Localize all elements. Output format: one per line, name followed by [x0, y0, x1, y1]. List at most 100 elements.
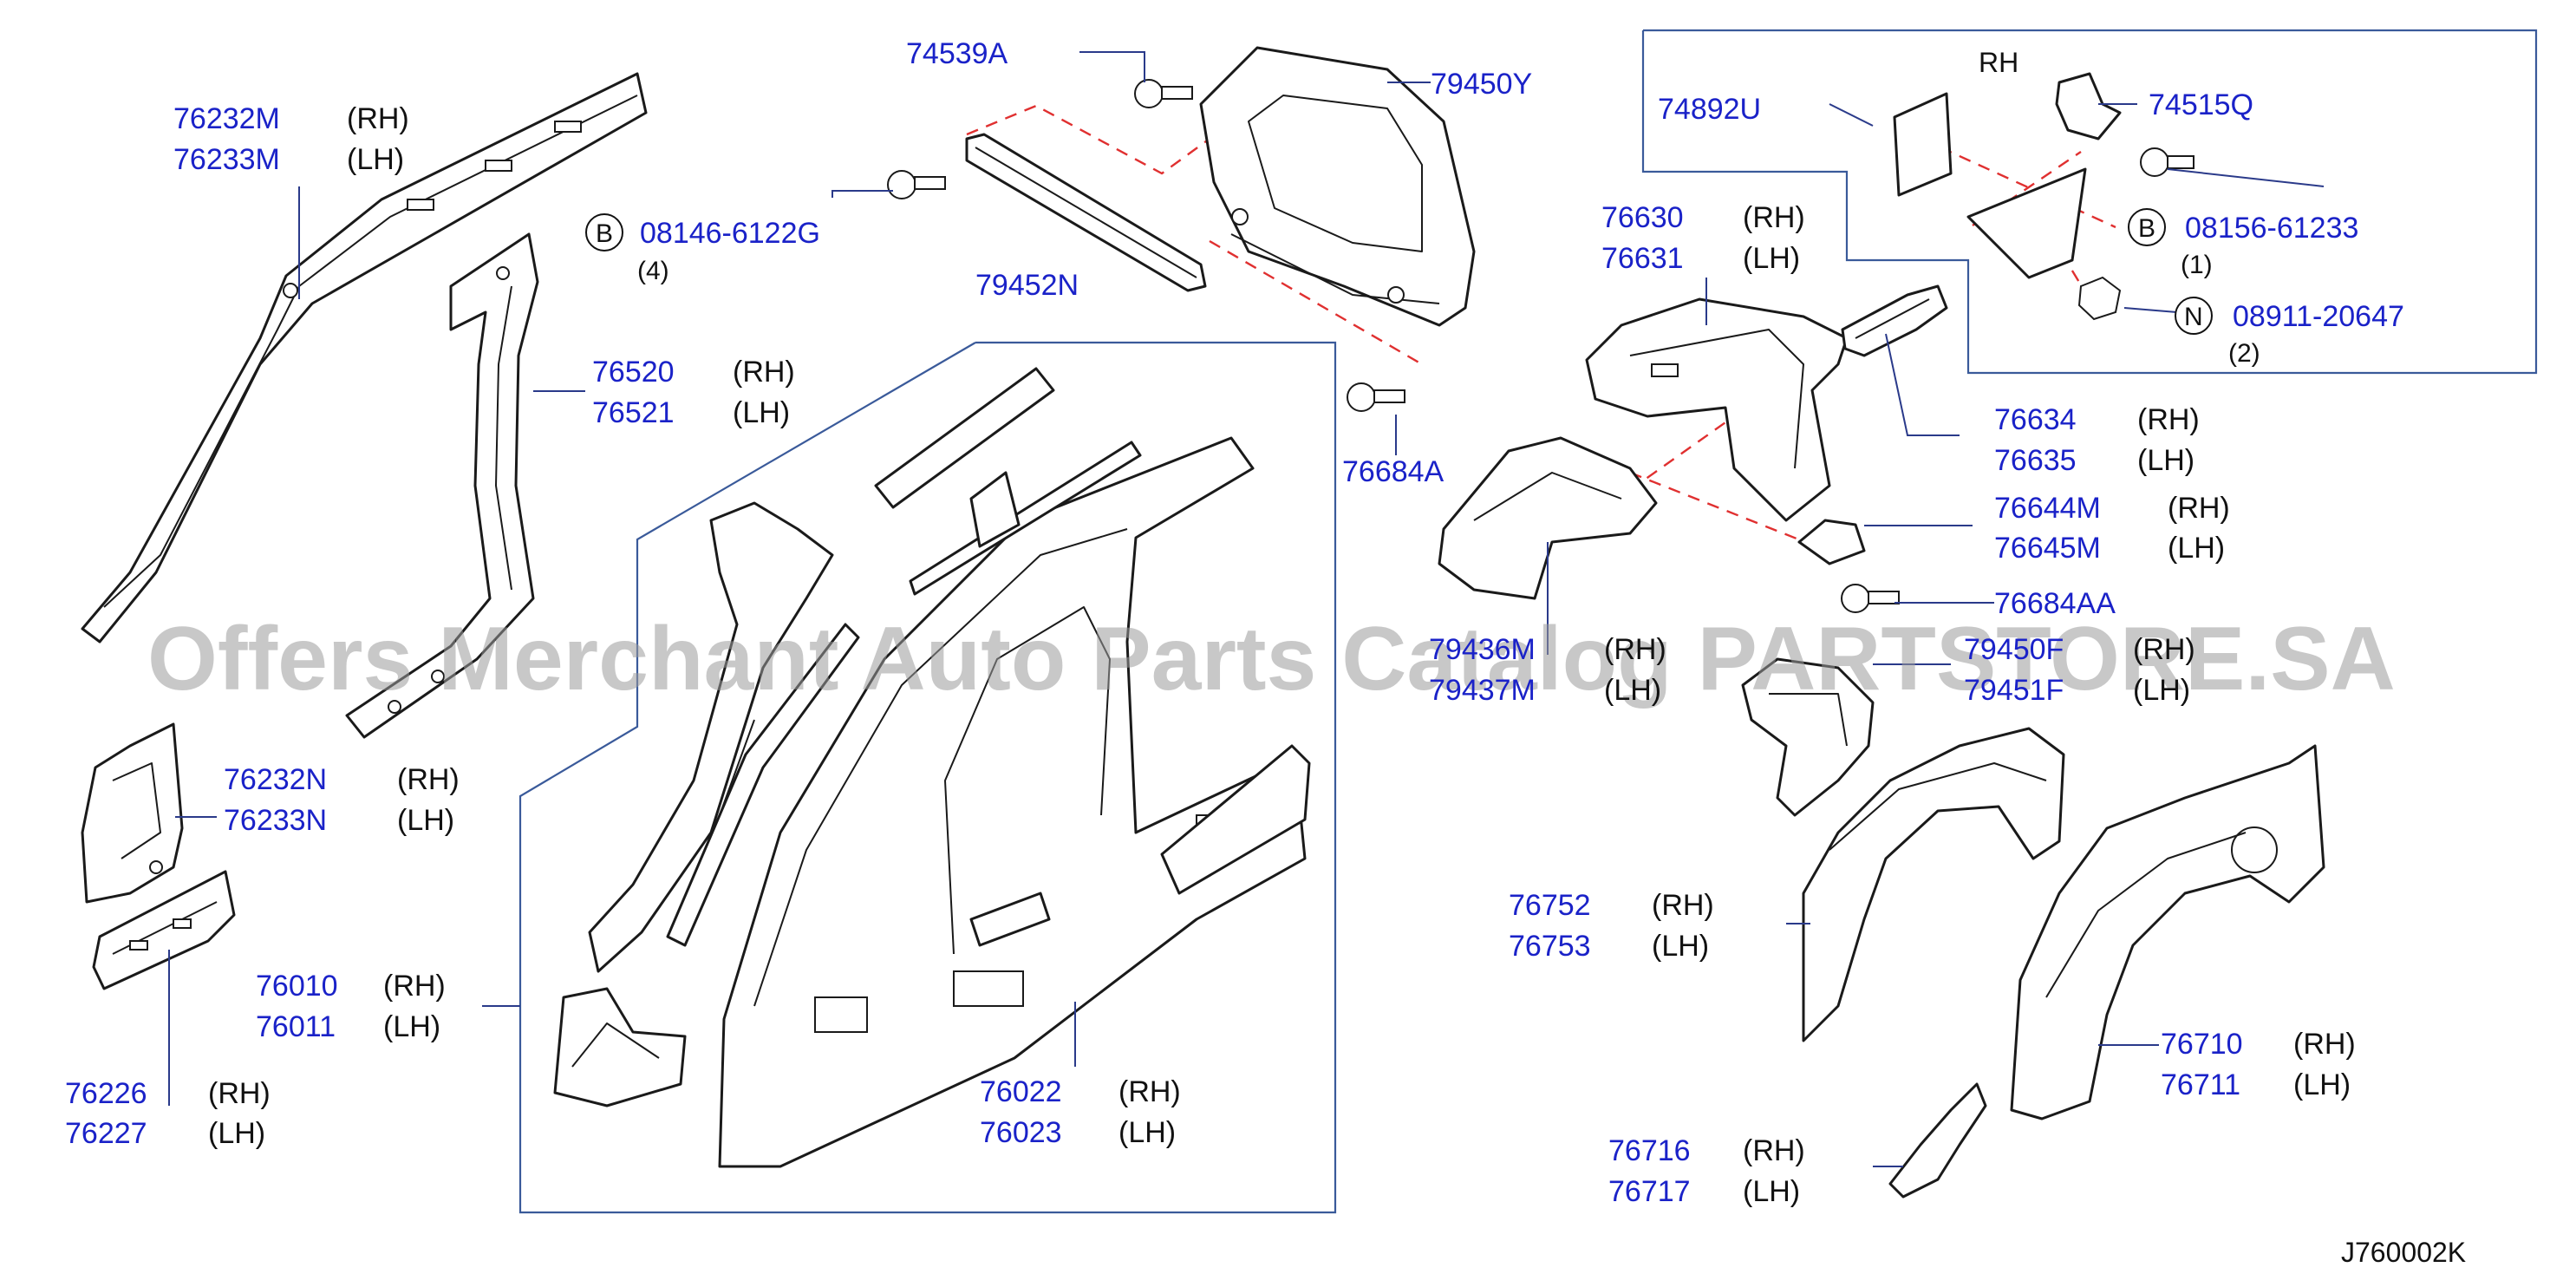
side-lh-76645M: (LH): [2168, 532, 2225, 565]
part-76023[interactable]: 76023: [980, 1116, 1062, 1149]
side-lh-79437M: (LH): [1604, 674, 1661, 707]
leader-lines: [168, 51, 2325, 1167]
side-rh-76520: (RH): [733, 356, 795, 389]
bolt-08146: [887, 170, 946, 199]
bolt-74539A: [1134, 79, 1193, 108]
circle-b-08156-letter: B: [2138, 214, 2155, 243]
side-rh-76716: (RH): [1743, 1134, 1805, 1167]
rh-detail-frame: [1641, 29, 2538, 375]
a-pillar-inner-part: [588, 501, 860, 973]
side-lh-76023: (LH): [1118, 1116, 1176, 1149]
part-79450F[interactable]: 79450F: [1964, 633, 2064, 666]
part-08146-6122G[interactable]: 08146-6122G: [640, 217, 820, 250]
part-79451F[interactable]: 79451F: [1964, 674, 2064, 707]
part-76226[interactable]: 76226: [65, 1077, 147, 1110]
rear-panel-extension-part: [1438, 436, 1658, 600]
rear-bracket-76716: [1888, 1082, 1987, 1199]
circle-b-08156: [2128, 208, 2166, 246]
part-76645M[interactable]: 76645M: [1994, 532, 2101, 565]
part-76631[interactable]: 76631: [1601, 242, 1684, 275]
side-rh-76752: (RH): [1652, 889, 1714, 922]
side-lh-76233N: (LH): [397, 804, 454, 837]
center-group-frame: [518, 341, 1337, 1214]
part-76684A[interactable]: 76684A: [1342, 455, 1445, 488]
part-76232M[interactable]: 76232M: [173, 102, 280, 135]
part-76022[interactable]: 76022: [980, 1075, 1062, 1108]
nut-08911: [2077, 276, 2122, 321]
center-pillar-part: [345, 232, 539, 739]
rear-pillar-upper-part: [1741, 657, 1875, 817]
part-76227[interactable]: 76227: [65, 1117, 147, 1150]
side-lh-76521: (LH): [733, 396, 790, 429]
bolt-76684A: [1347, 382, 1405, 412]
part-76233M[interactable]: 76233M: [173, 143, 280, 176]
part-08911-20647[interactable]: 08911-20647: [2233, 300, 2404, 333]
side-rh-79436M: (RH): [1604, 633, 1666, 666]
qty-08911: (2): [2228, 339, 2260, 368]
rh-box-label: RH: [1979, 47, 2018, 78]
side-rh-76226: (RH): [208, 1077, 271, 1110]
circle-n-08911: [2175, 297, 2213, 335]
rear-wheel-house-inner-upper-part: [1585, 297, 1849, 522]
roof-side-rail-part: [81, 72, 648, 644]
part-76711[interactable]: 76711: [2161, 1068, 2240, 1101]
circle-n-08911-letter: N: [2184, 303, 2203, 331]
part-76710[interactable]: 76710: [2161, 1028, 2243, 1061]
part-76644M[interactable]: 76644M: [1994, 492, 2101, 525]
gusset-76644M: [1797, 519, 1866, 565]
side-lh-76635: (LH): [2137, 444, 2194, 477]
part-76521[interactable]: 76521: [592, 396, 675, 429]
side-lh-76227: (LH): [208, 1117, 265, 1150]
part-76634[interactable]: 76634: [1994, 403, 2077, 436]
part-76011[interactable]: 76011: [256, 1010, 336, 1043]
roof-rail-inner-part: [874, 367, 1142, 596]
part-76233N[interactable]: 76233N: [224, 804, 327, 837]
part-76716[interactable]: 76716: [1608, 1134, 1691, 1167]
part-74892U[interactable]: 74892U: [1658, 93, 1761, 126]
rear-fender-inner-part: [2010, 744, 2325, 1120]
side-lh-76717: (LH): [1743, 1175, 1800, 1208]
side-lh-76233M: (LH): [347, 143, 404, 176]
pillar-bracket-part: [81, 722, 184, 904]
qty-08156: (1): [2181, 251, 2213, 279]
inner-sill-extension-part: [969, 744, 1311, 947]
circle-b-08146-letter: B: [596, 219, 613, 248]
part-76232N[interactable]: 76232N: [224, 763, 327, 796]
lower-a-pillar-bracket-part: [553, 987, 687, 1107]
part-08156-61233[interactable]: 08156-61233: [2185, 212, 2358, 245]
sill-reinforcement-part: [92, 870, 236, 990]
side-rh-76232N: (RH): [397, 763, 460, 796]
side-lh-76753: (LH): [1652, 930, 1709, 963]
bolt-76684AA: [1841, 584, 1900, 613]
part-76010[interactable]: 76010: [256, 970, 338, 1003]
side-rh-76710: (RH): [2293, 1028, 2356, 1061]
side-lh-76631: (LH): [1743, 242, 1800, 275]
part-74515Q[interactable]: 74515Q: [2149, 88, 2253, 121]
part-76630[interactable]: 76630: [1601, 201, 1684, 234]
part-79436M[interactable]: 79436M: [1429, 633, 1536, 666]
part-74539A[interactable]: 74539A: [906, 37, 1008, 70]
rear-pillar-reinforcement-part: [1841, 284, 1948, 357]
cross-bar-part: [965, 133, 1207, 292]
rear-wheel-house-outer-part: [1802, 727, 2065, 1042]
part-76752[interactable]: 76752: [1509, 889, 1591, 922]
bolt-08156: [2140, 147, 2194, 177]
part-79437M[interactable]: 79437M: [1429, 674, 1536, 707]
part-76684AA[interactable]: 76684AA: [1994, 587, 2116, 620]
circle-b-08146: [585, 213, 623, 252]
rear-parcel-panel-part: [1199, 46, 1476, 327]
side-lh-79451F: (LH): [2133, 674, 2190, 707]
part-79452N[interactable]: 79452N: [975, 269, 1079, 302]
side-rh-76630: (RH): [1743, 201, 1805, 234]
part-76717[interactable]: 76717: [1608, 1175, 1691, 1208]
side-rh-76232M: (RH): [347, 102, 409, 135]
part-76635[interactable]: 76635: [1994, 444, 2077, 477]
part-79450Y[interactable]: 79450Y: [1431, 68, 1532, 101]
side-lh-76011: (LH): [383, 1010, 440, 1043]
pad-74892U: [1893, 92, 1953, 197]
part-76520[interactable]: 76520: [592, 356, 675, 389]
bracket-74515Q: [1966, 72, 2122, 279]
part-76753[interactable]: 76753: [1509, 930, 1591, 963]
side-rh-76010: (RH): [383, 970, 446, 1003]
